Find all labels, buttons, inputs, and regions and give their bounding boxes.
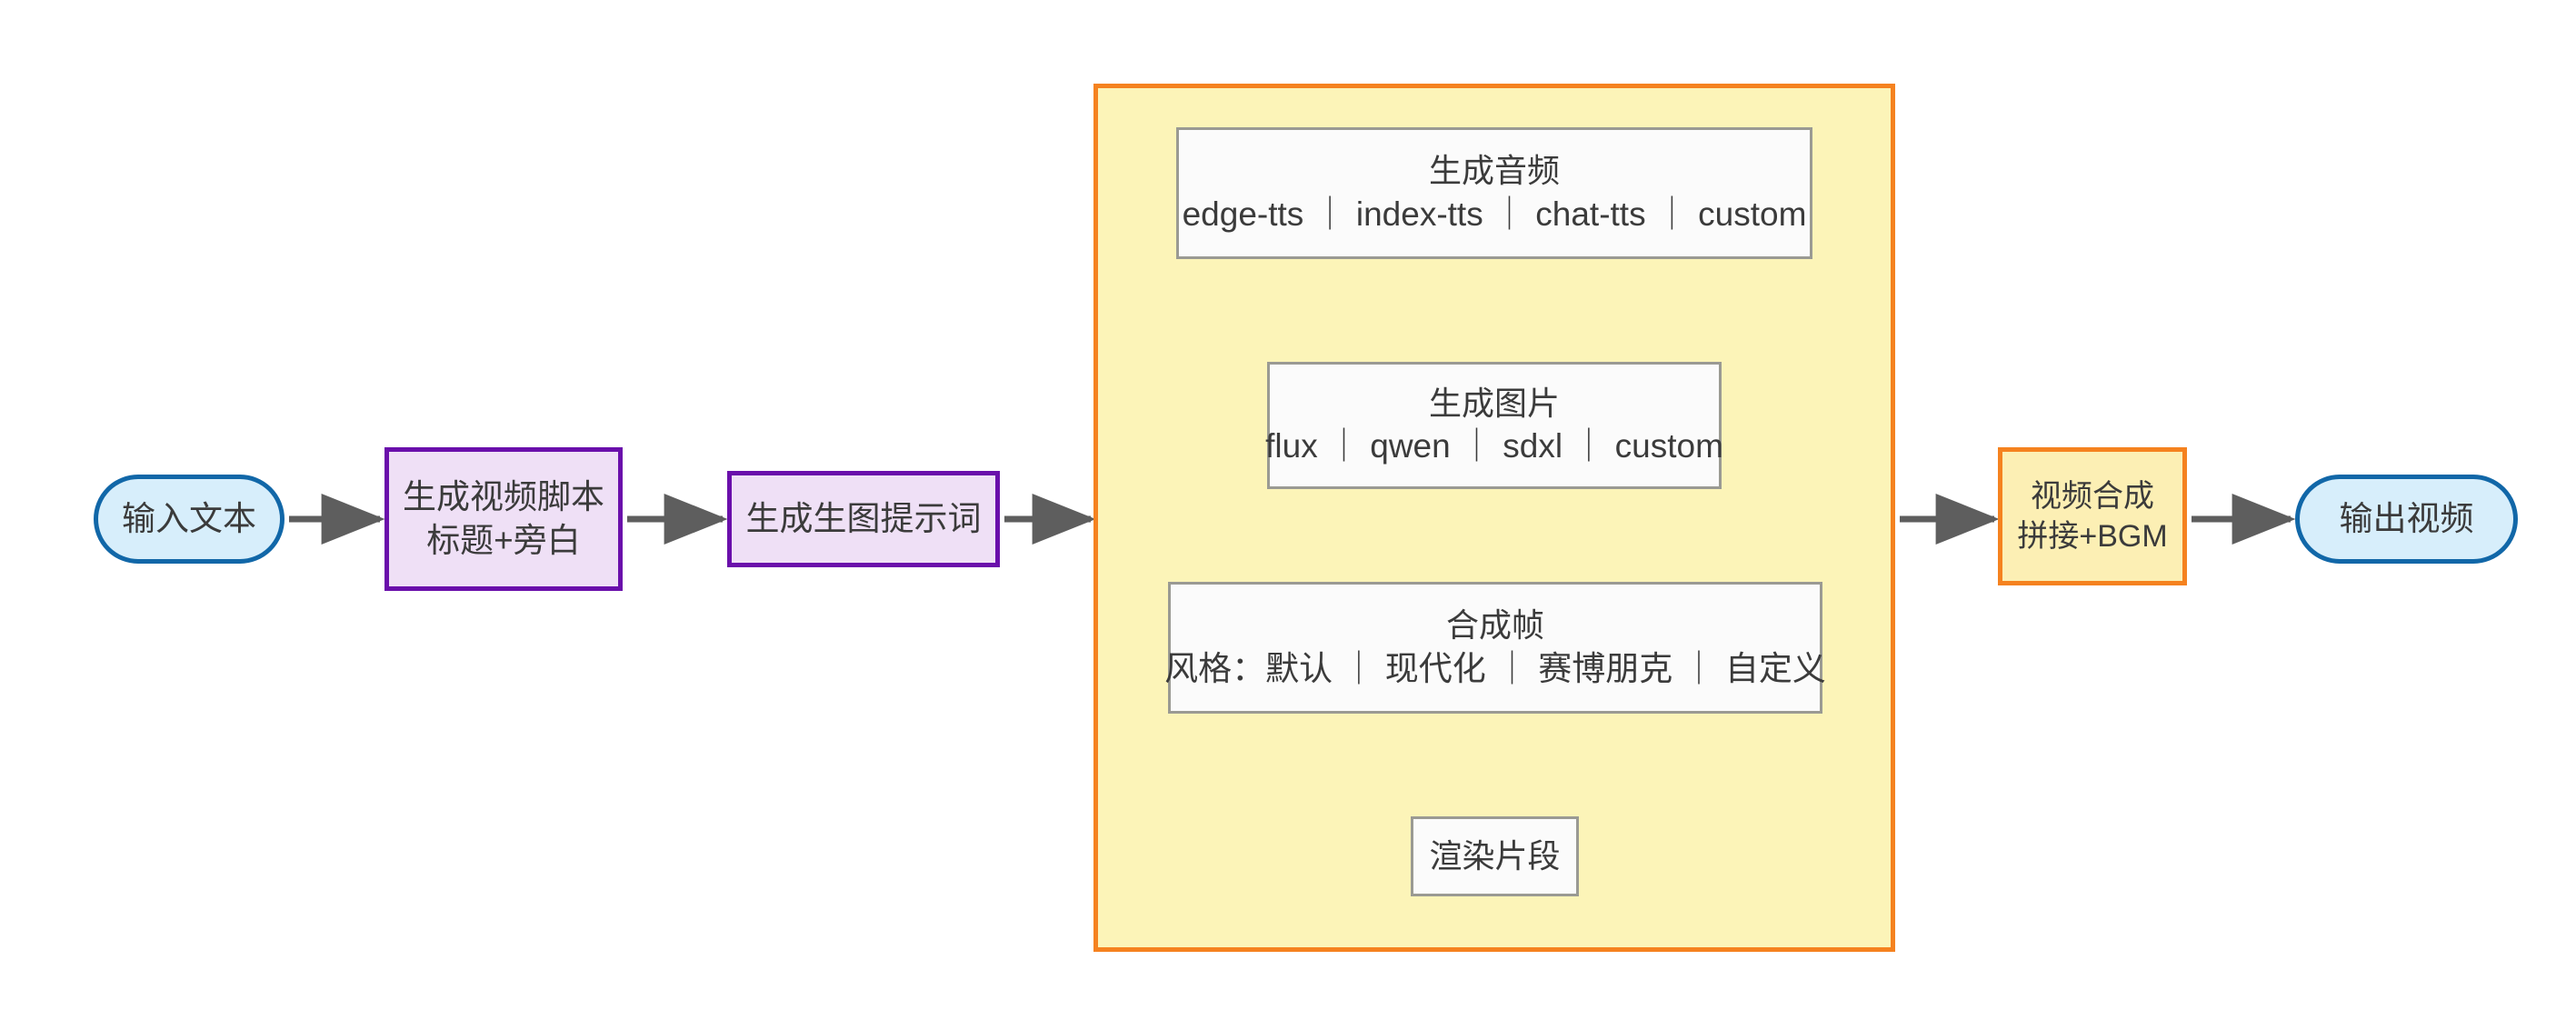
node-generate-image-title: 生成图片 bbox=[1428, 384, 1560, 422]
node-generate-audio-engines: edge-tts ｜ index-tts ｜ chat-tts ｜ custom bbox=[1182, 195, 1807, 233]
node-video-composition[interactable]: 视频合成 拼接+BGM bbox=[1998, 447, 2187, 585]
node-compose-frames-styles: 风格：默认 ｜ 现代化 ｜ 赛博朋克 ｜ 自定义 bbox=[1164, 649, 1826, 687]
node-generate-image-prompt-label: 生成生图提示词 bbox=[745, 499, 982, 537]
node-generate-script-line2: 标题+旁白 bbox=[426, 522, 581, 559]
node-video-composition-line2: 拼接+BGM bbox=[2017, 519, 2168, 554]
node-generate-image[interactable]: 生成图片 flux ｜ qwen ｜ sdxl ｜ custom bbox=[1265, 362, 1723, 489]
node-compose-frames-title: 合成帧 bbox=[1445, 606, 1544, 645]
node-output-video-label: 输出视频 bbox=[2339, 499, 2474, 537]
node-generate-audio-title: 生成音频 bbox=[1428, 152, 1560, 190]
node-render-segment[interactable]: 渲染片段 bbox=[1411, 816, 1579, 896]
node-render-segment-label: 渲染片段 bbox=[1429, 836, 1561, 875]
node-generate-image-prompt[interactable]: 生成生图提示词 bbox=[727, 471, 1000, 567]
node-input-text[interactable]: 输入文本 bbox=[94, 475, 285, 564]
node-generate-audio[interactable]: 生成音频 edge-tts ｜ index-tts ｜ chat-tts ｜ c… bbox=[1176, 127, 1812, 259]
node-output-video[interactable]: 输出视频 bbox=[2295, 475, 2518, 564]
node-video-composition-line1: 视频合成 bbox=[2031, 478, 2154, 514]
node-generate-script[interactable]: 生成视频脚本 标题+旁白 bbox=[384, 447, 623, 591]
node-input-text-label: 输入文本 bbox=[122, 499, 256, 537]
node-generate-image-models: flux ｜ qwen ｜ sdxl ｜ custom bbox=[1265, 427, 1723, 465]
node-compose-frames[interactable]: 合成帧 风格：默认 ｜ 现代化 ｜ 赛博朋克 ｜ 自定义 bbox=[1164, 582, 1826, 714]
node-generate-script-line1: 生成视频脚本 bbox=[403, 477, 604, 515]
